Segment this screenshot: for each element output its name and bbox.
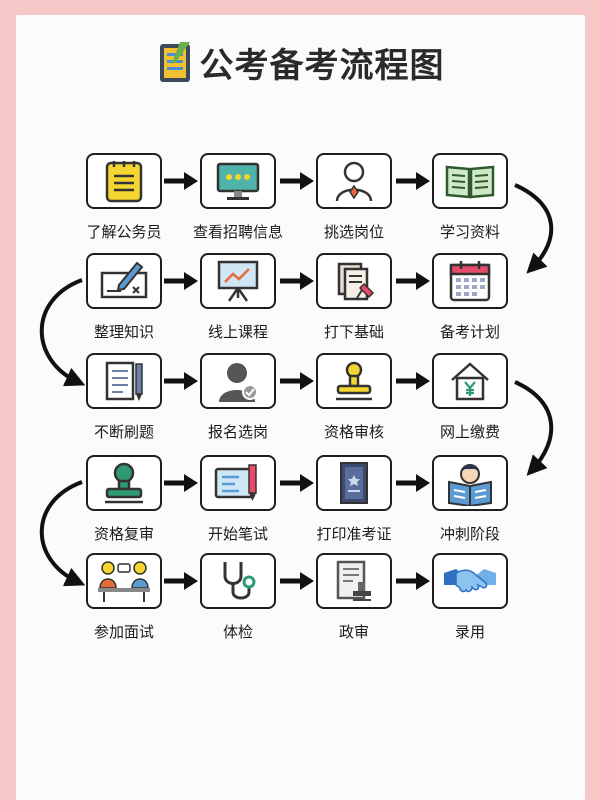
arrowhead-row2-1: [184, 272, 198, 290]
step-label-18: 体检: [222, 623, 253, 641]
card-pen-icon: [214, 464, 257, 501]
stethoscope-icon: [223, 562, 256, 600]
document-stamp-icon: [336, 560, 371, 601]
page-title: 公考备考流程图: [0, 32, 600, 92]
stamp-icon: [336, 361, 372, 401]
step-label-11: 资格审核: [323, 423, 384, 441]
arrowhead-row1-2: [300, 172, 314, 190]
step-label-4: 学习资料: [439, 223, 500, 241]
step-label-12: 网上缴费: [439, 423, 500, 441]
notepad-logo-icon: [159, 42, 190, 82]
student-reading-icon: [448, 464, 492, 506]
arrowhead-row1-1: [184, 172, 198, 190]
step-box-1: [86, 153, 162, 209]
step-label-8: 备考计划: [439, 323, 500, 341]
presentation-board-icon: [217, 260, 259, 302]
check-writing-icon: [100, 261, 148, 299]
curved-arrow-left-2: [39, 480, 86, 587]
house-yen-icon: [451, 362, 489, 401]
arrowhead-row2-3: [416, 272, 430, 290]
step-box-3: [316, 153, 392, 209]
arrowhead-row2-2: [300, 272, 314, 290]
monitor-icon: [216, 162, 260, 200]
step-box-11: [316, 353, 392, 409]
step-box-10: [200, 353, 276, 409]
step-box-12: [432, 353, 508, 409]
step-box-5: [86, 253, 162, 309]
step-label-7: 打下基础: [323, 323, 384, 341]
title-text: 公考备考流程图: [199, 45, 445, 86]
arrowhead-row5-3: [416, 572, 430, 590]
step-box-4: [432, 153, 508, 209]
arrowhead-row3-1: [184, 372, 198, 390]
step-label-16: 冲刺阶段: [439, 525, 500, 543]
step-label-2: 查看招聘信息: [192, 223, 283, 241]
step-label-10: 报名选岗: [207, 423, 268, 441]
arrowhead-row4-2: [300, 474, 314, 492]
arrowhead-row3-3: [416, 372, 430, 390]
calendar-icon: [449, 261, 491, 302]
curved-arrow-right-1: [514, 183, 554, 274]
step-box-13: [86, 455, 162, 511]
step-box-19: [316, 553, 392, 609]
step-box-14: [200, 455, 276, 511]
step-label-1: 了解公务员: [86, 223, 162, 241]
step-box-2: [200, 153, 276, 209]
interview-icon: [98, 561, 150, 602]
green-stamp-icon: [105, 462, 143, 504]
step-label-20: 录用: [454, 623, 485, 641]
arrowhead-row5-2: [300, 572, 314, 590]
step-box-6: [200, 253, 276, 309]
step-box-16: [432, 455, 508, 511]
notebook-pencil-icon: [105, 361, 143, 401]
book-icon: [445, 165, 495, 199]
step-box-20: [432, 553, 508, 609]
step-label-19: 政审: [338, 623, 369, 641]
step-label-9: 不断刷题: [93, 423, 154, 441]
step-label-15: 打印准考证: [316, 525, 392, 543]
step-box-17: [86, 553, 162, 609]
step-label-13: 资格复审: [93, 525, 154, 543]
curved-arrow-left-1: [39, 278, 86, 387]
step-label-14: 开始笔试: [207, 525, 268, 543]
step-label-5: 整理知识: [93, 323, 154, 341]
arrowhead-row3-2: [300, 372, 314, 390]
admission-card-icon: [340, 462, 368, 504]
arrowhead-row4-3: [416, 474, 430, 492]
step-label-6: 线上课程: [207, 323, 268, 341]
step-label-3: 挑选岗位: [323, 223, 384, 241]
person-icon: [335, 161, 373, 202]
notepad-icon: [105, 161, 143, 203]
step-box-9: [86, 353, 162, 409]
documents-pin-icon: [337, 262, 375, 301]
curved-arrow-right-2: [514, 380, 554, 476]
step-label-17: 参加面试: [93, 623, 154, 641]
arrowhead-row5-1: [184, 572, 198, 590]
step-box-8: [432, 253, 508, 309]
user-check-icon: [219, 363, 258, 402]
step-box-18: [200, 553, 276, 609]
arrowhead-row4-1: [184, 474, 198, 492]
step-box-7: [316, 253, 392, 309]
handshake-icon: [444, 569, 496, 593]
arrowhead-row1-3: [416, 172, 430, 190]
step-box-15: [316, 455, 392, 511]
